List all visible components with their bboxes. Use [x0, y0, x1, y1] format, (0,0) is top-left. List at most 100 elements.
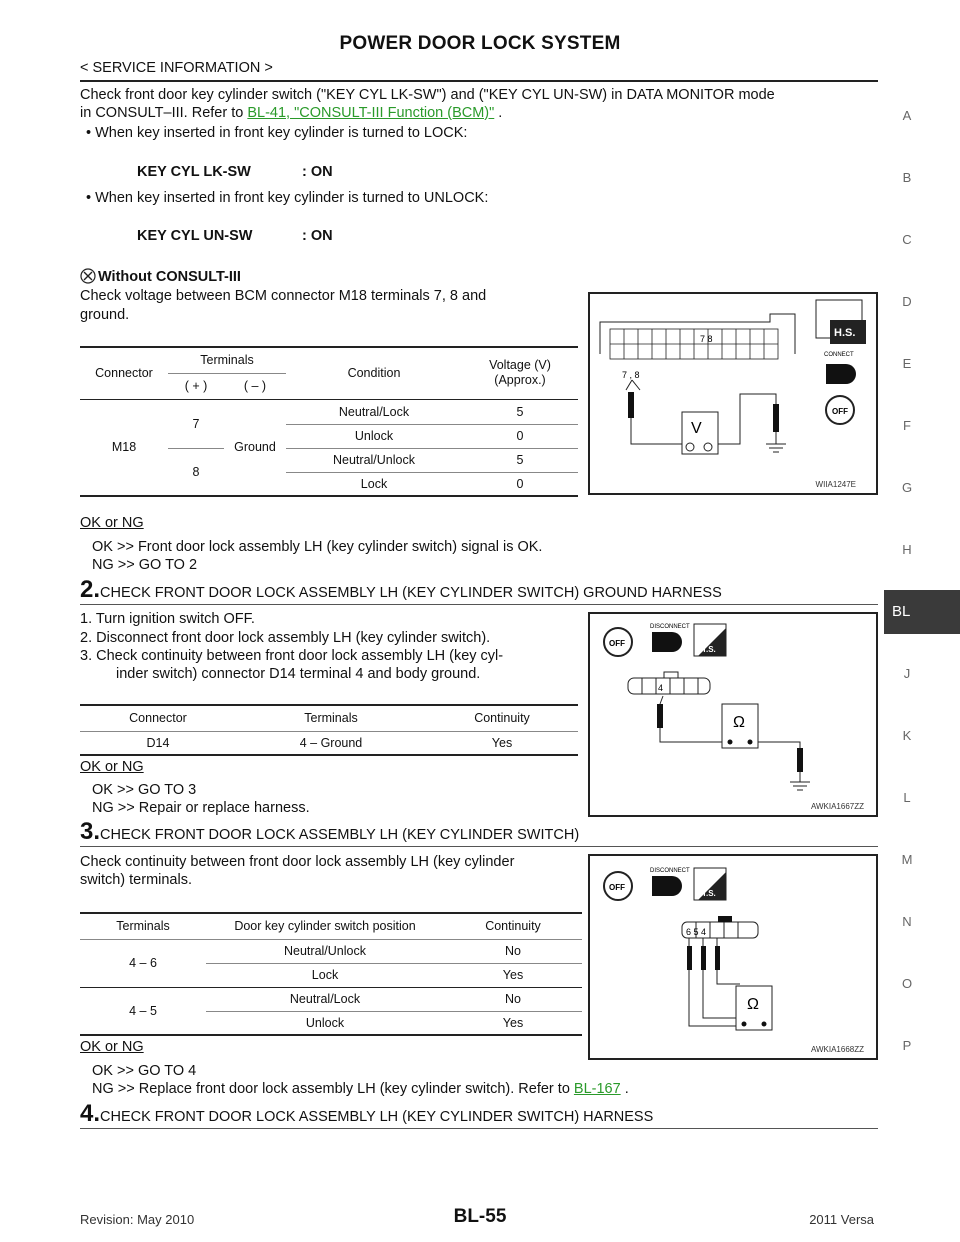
step-3-rule — [80, 846, 878, 847]
cell-continuity: Yes — [444, 1011, 582, 1036]
ng-result: NG >> GO TO 2 — [92, 557, 198, 573]
step-4-rule — [80, 1128, 878, 1129]
cell-connector: D14 — [80, 731, 236, 756]
page-number: BL-55 — [453, 1206, 507, 1227]
figure-voltage-check: 7 8 7 , 8 V H.S. CONNECT OFF WIIA1247E — [588, 292, 878, 495]
bullet-unlock: • When key inserted in front key cylinde… — [86, 190, 489, 206]
figure-caption: AWKIA1668ZZ — [810, 1045, 864, 1054]
ok-or-ng-label: OK or NG — [80, 515, 144, 531]
th-voltage: Voltage (V)(Approx.) — [462, 346, 578, 399]
side-letter-o[interactable]: O — [901, 976, 913, 991]
svg-text:V: V — [691, 420, 702, 437]
side-letter-p[interactable]: P — [902, 1038, 912, 1053]
svg-text:DISCONNECT: DISCONNECT — [650, 624, 690, 630]
switch-continuity-table: Terminals Door key cylinder switch posit… — [80, 912, 582, 1036]
svg-text:Ω: Ω — [733, 714, 745, 731]
cell-position: Lock — [206, 963, 444, 988]
intro-line-2: in CONSULT–III. Refer to BL-41, "CONSULT… — [80, 104, 502, 123]
th-minus: ( – ) — [243, 379, 267, 393]
figure-caption: AWKIA1667ZZ — [810, 802, 864, 811]
side-letter-g[interactable]: G — [901, 480, 913, 495]
voltage-table: Connector Terminals Condition Voltage (V… — [80, 346, 578, 497]
step-3-heading: 3.CHECK FRONT DOOR LOCK ASSEMBLY LH (KEY… — [80, 818, 579, 846]
cell-m18: M18 — [80, 398, 168, 497]
ground-check-diagram: OFF DISCONNECT T.S. 4 Ω — [603, 623, 810, 791]
without-consult-text-2: ground. — [80, 307, 130, 323]
side-letter-k[interactable]: K — [902, 728, 912, 743]
cell-ground: Ground — [224, 398, 286, 497]
page-title: POWER DOOR LOCK SYSTEM — [339, 33, 621, 54]
side-letter-n[interactable]: N — [902, 914, 912, 929]
th-connector: Connector — [80, 704, 236, 732]
cell-continuity: No — [444, 987, 582, 1012]
step-4-heading: 4.CHECK FRONT DOOR LOCK ASSEMBLY LH (KEY… — [80, 1100, 653, 1128]
ok-result: OK >> GO TO 4 — [92, 1063, 197, 1079]
value-lk-sw: : ON — [302, 164, 333, 180]
d14-continuity-table: Connector Terminals Continuity D14 4 – G… — [80, 704, 578, 756]
ng-result-suffix: . — [620, 1081, 629, 1097]
step-2-heading: 2.CHECK FRONT DOOR LOCK ASSEMBLY LH (KEY… — [80, 576, 722, 604]
step-number: 4. — [80, 1100, 101, 1127]
cell-voltage: 0 — [462, 424, 578, 449]
value-un-sw-label: KEY CYL UN-SW — [137, 228, 253, 244]
th-connector: Connector — [80, 346, 168, 399]
cell-voltage: 5 — [462, 398, 578, 425]
ng-result-text: NG >> Replace front door lock assembly L… — [92, 1081, 574, 1097]
bullet-lock: • When key inserted in front key cylinde… — [86, 125, 468, 141]
footer-revision: Revision: May 2010 — [80, 1212, 195, 1227]
step-2-instr-1: 1. Turn ignition switch OFF. — [80, 611, 255, 627]
ok-result: OK >> Front door lock assembly LH (key c… — [92, 539, 543, 555]
side-letter-bl-active[interactable]: BL — [884, 590, 960, 634]
figure-ground-check: OFF DISCONNECT T.S. 4 Ω AWKIA1667ZZ — [588, 612, 878, 817]
footer-model: 2011 Versa — [809, 1212, 874, 1227]
ng-result: NG >> Repair or replace harness. — [92, 800, 310, 816]
svg-text:T.S.: T.S. — [702, 889, 716, 898]
cell-voltage: 5 — [462, 448, 578, 473]
intro-line-2-suffix: . — [494, 105, 503, 121]
cell-continuity: Yes — [426, 731, 578, 756]
value-lk-sw-label: KEY CYL LK-SW — [137, 164, 251, 180]
svg-text:4: 4 — [658, 683, 663, 693]
switch-check-diagram: OFF DISCONNECT T.S. 6 5 4 Ω — [603, 867, 773, 1031]
side-letter-b[interactable]: B — [902, 170, 912, 185]
step-title: CHECK FRONT DOOR LOCK ASSEMBLY LH (KEY C… — [100, 1109, 654, 1125]
step-number: 3. — [80, 818, 101, 845]
svg-text:Ω: Ω — [747, 996, 759, 1013]
figure-switch-check: OFF DISCONNECT T.S. 6 5 4 Ω AWKIA1668ZZ — [588, 854, 878, 1060]
side-letter-m[interactable]: M — [901, 852, 913, 867]
svg-text:T.S.: T.S. — [702, 645, 716, 654]
cell-terminals: 4 – Ground — [236, 731, 426, 756]
side-letter-e[interactable]: E — [902, 356, 912, 371]
without-consult-text-1: Check voltage between BCM connector M18 … — [80, 288, 487, 304]
cell-t8: 8 — [168, 447, 224, 497]
side-letter-a[interactable]: A — [902, 108, 912, 123]
cell-condition: Unlock — [286, 424, 462, 449]
th-continuity: Continuity — [444, 912, 582, 940]
side-letter-l[interactable]: L — [903, 790, 911, 805]
bl-167-link[interactable]: BL-167 — [573, 1081, 621, 1097]
cell-position: Neutral/Unlock — [206, 939, 444, 964]
side-letter-j[interactable]: J — [903, 666, 911, 681]
ok-or-ng-label: OK or NG — [80, 1039, 144, 1055]
intro-line-1: Check front door key cylinder switch ("K… — [80, 87, 775, 103]
value-un-sw: : ON — [302, 228, 333, 244]
without-consult-heading: Without CONSULT-III — [80, 268, 241, 287]
step-3-text-1: Check continuity between front door lock… — [80, 854, 515, 870]
ok-or-ng-label: OK or NG — [80, 759, 144, 775]
side-letter-f[interactable]: F — [903, 418, 911, 433]
section-label: < SERVICE INFORMATION > — [80, 60, 273, 76]
side-letter-d[interactable]: D — [902, 294, 912, 309]
side-letter-c[interactable]: C — [902, 232, 912, 247]
cell-continuity: No — [444, 939, 582, 964]
svg-text:6 5 4: 6 5 4 — [686, 927, 706, 937]
cell-condition: Neutral/Unlock — [286, 448, 462, 473]
consult-function-link[interactable]: BL-41, "CONSULT-III Function (BCM)" — [247, 105, 495, 121]
side-letter-h[interactable]: H — [902, 542, 912, 557]
svg-text:7 , 8: 7 , 8 — [622, 370, 640, 380]
th-terminals: Terminals — [80, 912, 206, 940]
th-condition: Condition — [286, 346, 462, 399]
cell-t7: 7 — [168, 398, 224, 448]
svg-text:OFF: OFF — [609, 883, 625, 892]
step-number: 2. — [80, 576, 101, 603]
ng-result: NG >> Replace front door lock assembly L… — [92, 1080, 629, 1099]
